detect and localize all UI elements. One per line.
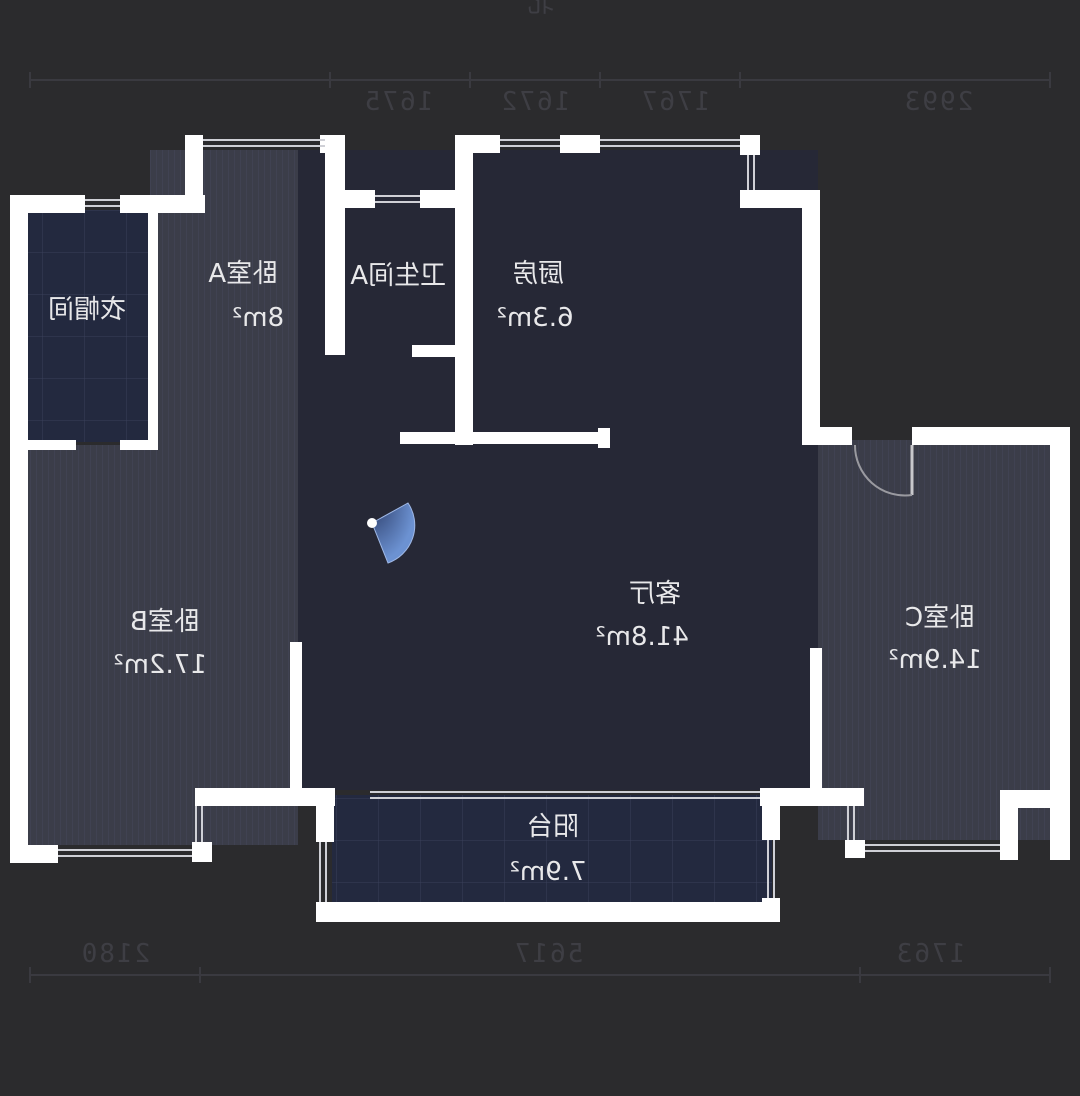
room-label-balcony: 阳台 (527, 812, 579, 842)
room-label-bathroom-a: 卫生间A (350, 261, 446, 291)
room-area-balcony: 7.9m² (509, 857, 586, 887)
dimension-top-4: 2993 (903, 87, 974, 117)
room-floors (28, 150, 1050, 905)
room-label-bedroom-b: 卧室B (130, 607, 200, 637)
room-label-bedroom-a: 卧室A (208, 259, 278, 289)
camera-view-indicator (367, 502, 416, 564)
top-dimension-line (29, 72, 1051, 88)
dimension-bottom-2: 5617 (513, 939, 584, 969)
dimension-bottom-3: 1763 (895, 939, 966, 969)
dimension-top-1: 1675 (363, 87, 434, 117)
walls (10, 135, 1070, 922)
floor-wardrobe (28, 210, 148, 442)
room-area-bedroom-b: 17.2m² (113, 650, 207, 680)
dimension-top-2: 1672 (500, 87, 571, 117)
compass-label: 北 (526, 0, 554, 19)
room-area-bedroom-a: 8m² (232, 303, 284, 333)
windows (58, 139, 1000, 902)
door-bedroom-c (853, 444, 914, 497)
room-area-bedroom-c: 14.9m² (888, 645, 982, 675)
room-area-living-room: 41.8m² (595, 622, 689, 652)
floor-bedroom-b (28, 445, 298, 845)
room-area-kitchen: 6.3m² (496, 303, 573, 333)
room-label-wardrobe: 衣帽间 (48, 295, 126, 325)
room-labels: 衣帽间 卧室A 8m² 卫生间A 厨房 6.3m² 客厅 41.8m² 卧室B … (48, 259, 982, 887)
room-label-kitchen: 厨房 (512, 259, 564, 289)
dimension-bottom-1: 2180 (80, 939, 151, 969)
dimension-top-3: 1767 (640, 87, 711, 117)
bottom-dimension-line (29, 967, 1051, 983)
room-label-bedroom-c: 卧室C (905, 603, 975, 633)
floor-bedroom-c (818, 440, 1050, 840)
floor-balcony (332, 795, 772, 905)
room-label-living-room: 客厅 (629, 579, 681, 609)
